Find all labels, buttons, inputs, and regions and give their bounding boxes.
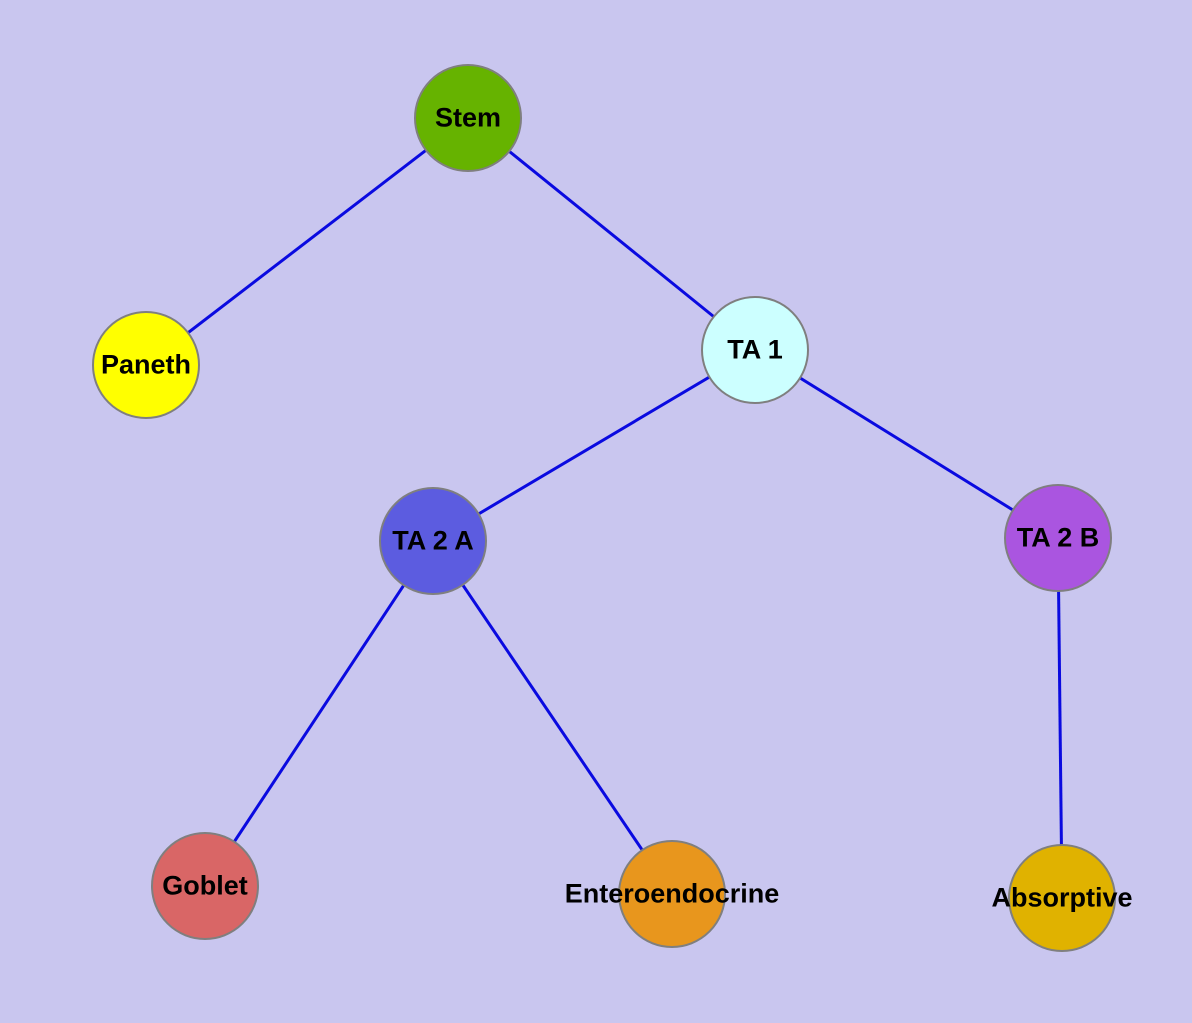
edge-stem-ta-1 [467, 116, 756, 352]
node-stem[interactable]: Stem [414, 64, 522, 172]
edge-ta-2-b-absorptive [1056, 537, 1064, 899]
node-ta-2-b[interactable]: TA 2 B [1004, 484, 1112, 592]
node-label-paneth: Paneth [100, 349, 192, 380]
node-label-absorptive: Absorptive [991, 882, 1133, 913]
node-ta-1[interactable]: TA 1 [701, 296, 809, 404]
node-ta-2-a[interactable]: TA 2 A [379, 487, 487, 595]
node-enteroendocrine[interactable]: Enteroendocrine [565, 840, 779, 948]
node-absorptive[interactable]: Absorptive [991, 844, 1133, 952]
edge-ta-1-ta-2-a [432, 348, 756, 543]
node-label-ta-1: TA 1 [727, 334, 783, 365]
node-label-goblet: Goblet [162, 870, 248, 901]
node-paneth[interactable]: Paneth [92, 311, 200, 419]
node-label-ta-2-b: TA 2 B [1016, 522, 1100, 553]
node-goblet[interactable]: Goblet [151, 832, 259, 940]
edge-ta-2-a-enteroendocrine [431, 540, 674, 895]
edge-ta-1-ta-2-b [754, 348, 1059, 540]
node-label-ta-2-a: TA 2 A [392, 525, 474, 556]
edge-ta-2-a-goblet [203, 540, 435, 887]
node-label-stem: Stem [434, 102, 502, 133]
edge-stem-paneth [145, 116, 469, 367]
